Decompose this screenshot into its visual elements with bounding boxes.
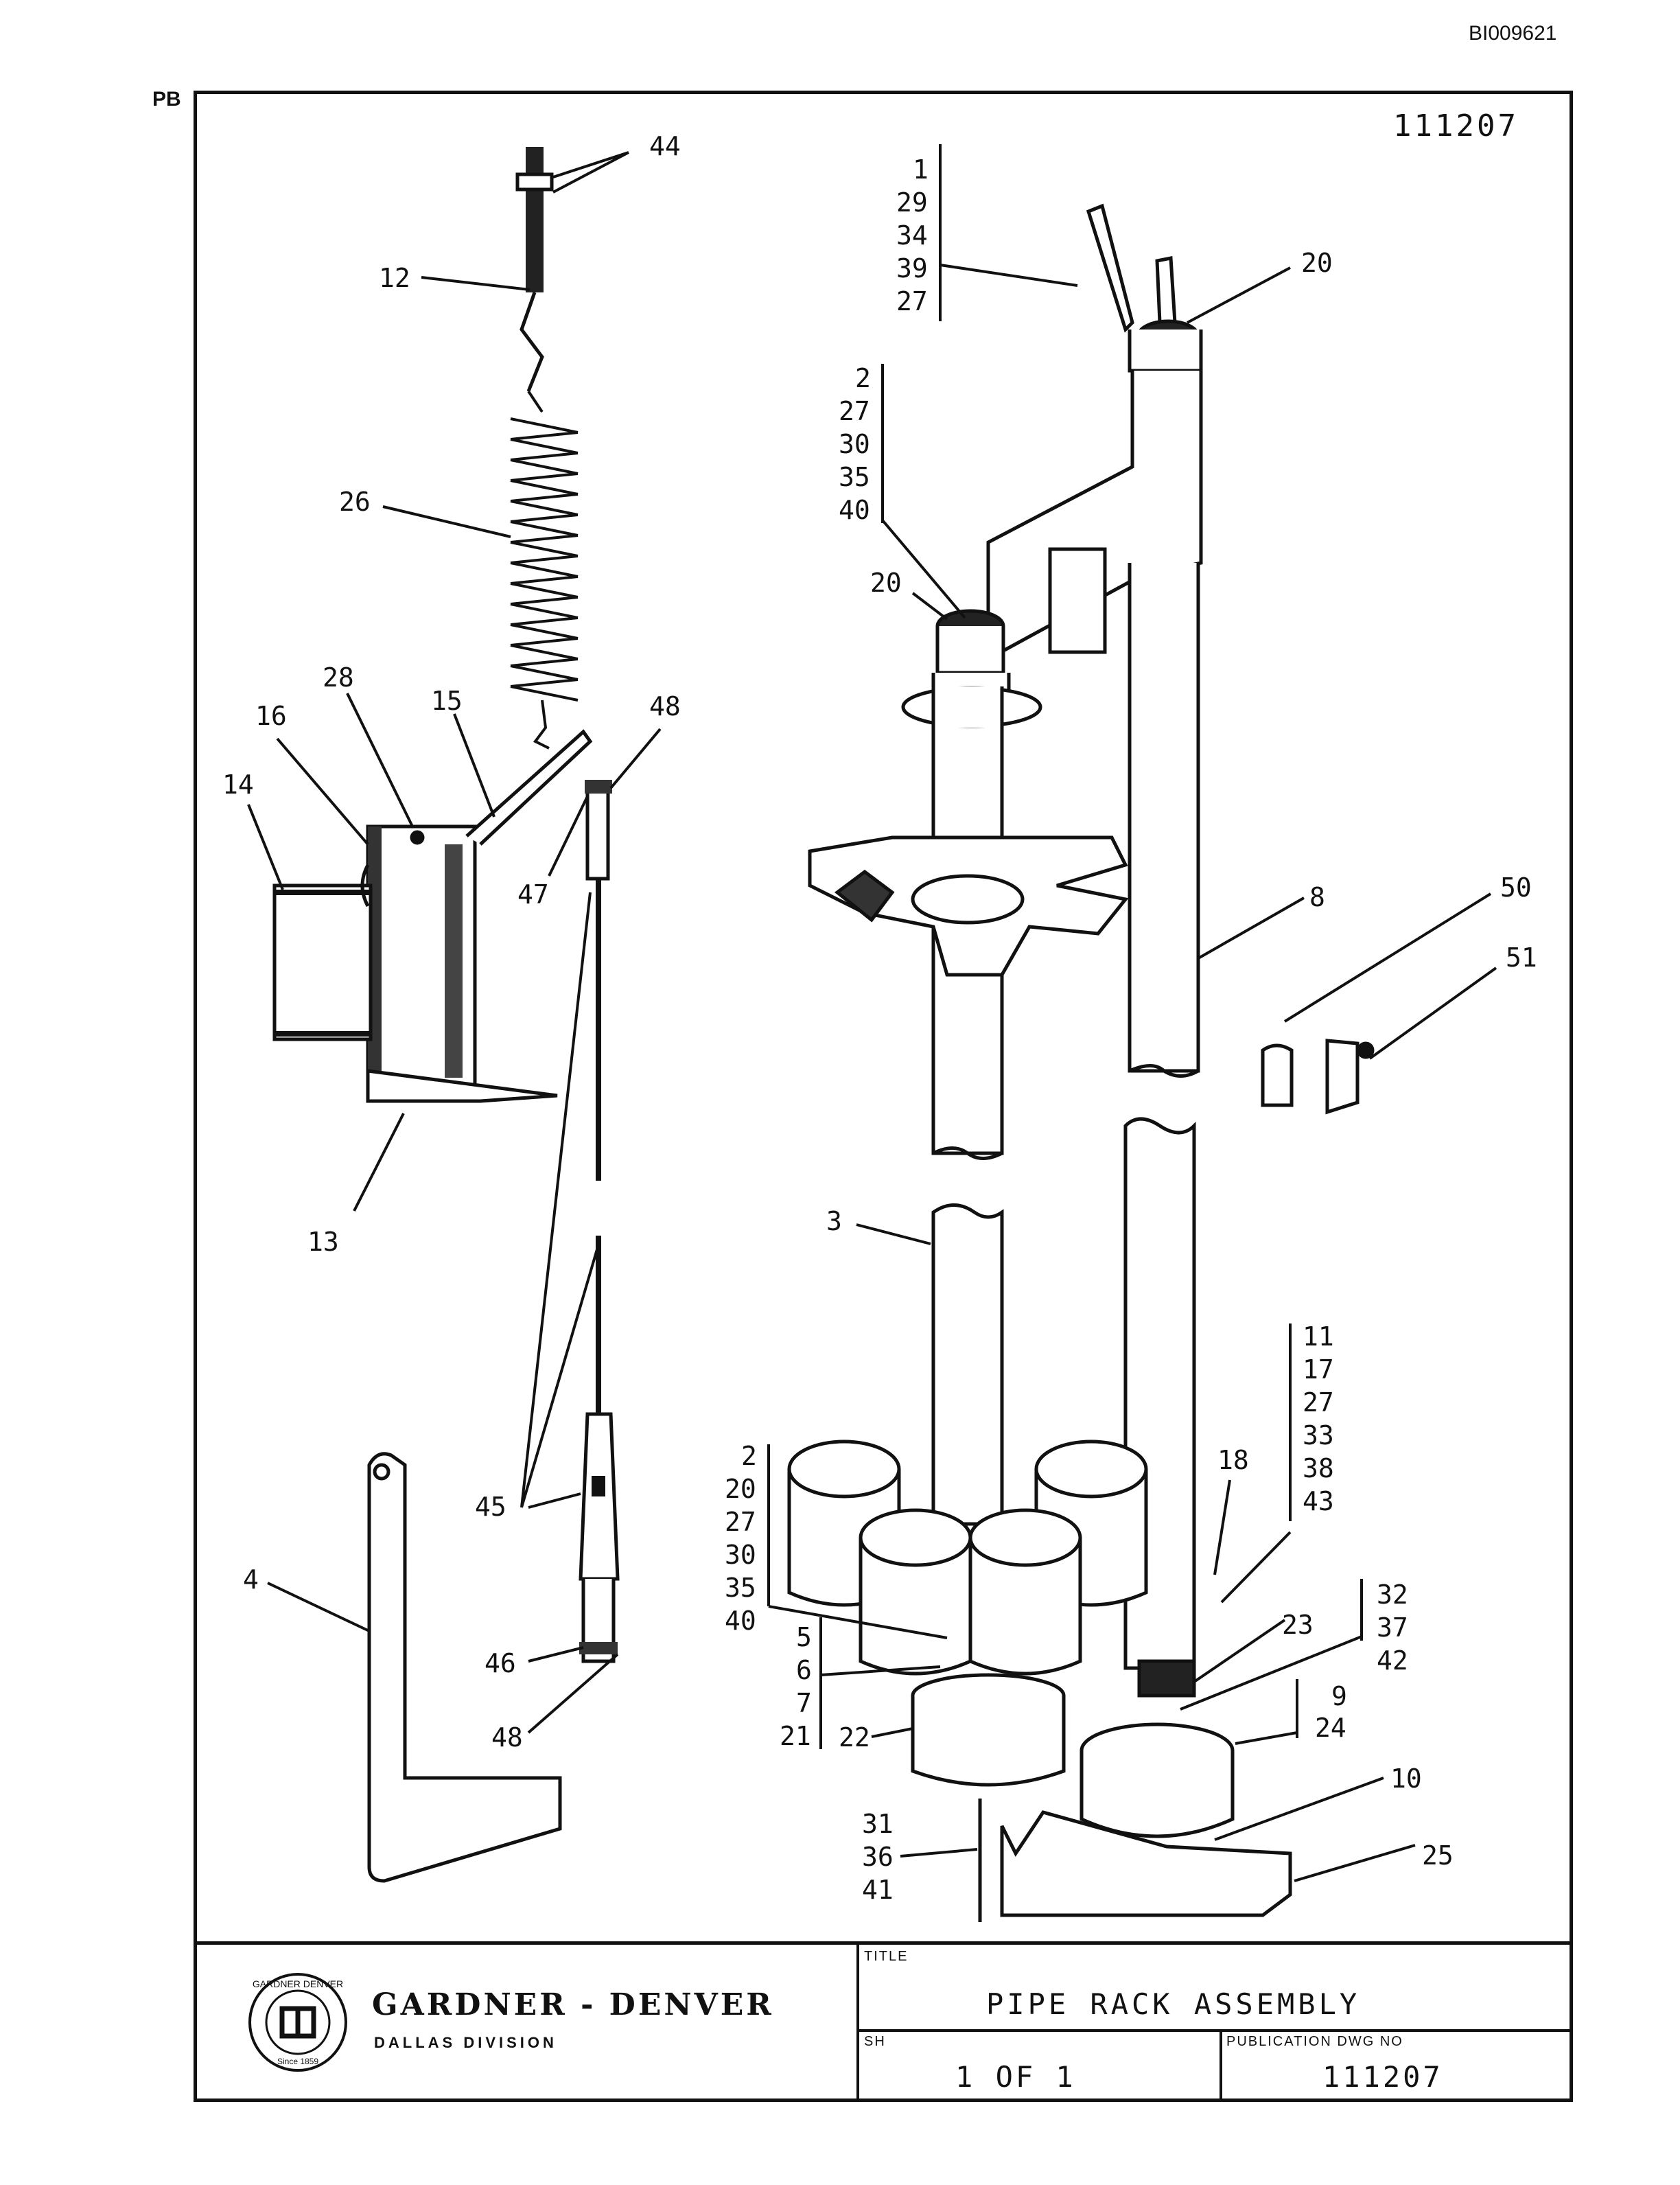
callout-group2-item: 35 xyxy=(839,462,870,492)
callout-23: 23 xyxy=(1282,1610,1314,1640)
callout-48a: 48 xyxy=(649,691,681,721)
callout-45: 45 xyxy=(475,1492,506,1522)
callout-group4-item: 5 xyxy=(796,1622,812,1652)
callout-group4-item: 21 xyxy=(780,1721,811,1751)
publication-number: 111207 xyxy=(1322,2060,1443,2094)
callout-group5-item: 11 xyxy=(1303,1321,1334,1352)
document-id: BI009621 xyxy=(1469,22,1557,45)
title-block: GARDNER DENVER Since 1859 GARDNER - DENV… xyxy=(197,1941,1570,2102)
star-plate xyxy=(808,835,1129,977)
callout-group2-item: 27 xyxy=(839,396,870,426)
pipe-cups xyxy=(787,1440,1148,1676)
callout-3: 3 xyxy=(826,1206,842,1236)
callout-15: 15 xyxy=(431,686,463,716)
title-block-divider xyxy=(856,1945,859,2102)
drawing-title: PIPE RACK ASSEMBLY xyxy=(986,1987,1361,2021)
callout-group8-item: 31 xyxy=(862,1809,894,1839)
callout-25: 25 xyxy=(1422,1840,1454,1871)
drawing-number: 111207 xyxy=(1393,108,1519,143)
callout-group3-item: 35 xyxy=(725,1573,756,1603)
callout-group4-item: 6 xyxy=(796,1655,812,1685)
division-name: DALLAS DIVISION xyxy=(374,2034,557,2051)
callout-group5-item: 17 xyxy=(1303,1354,1334,1385)
pipe-3 xyxy=(931,1203,1004,1526)
sheet-label: SH xyxy=(864,2034,886,2049)
top-arm xyxy=(986,203,1203,662)
sheet-value: 1 OF 1 xyxy=(955,2060,1076,2094)
callout-20b: 20 xyxy=(870,568,902,598)
callout-46: 46 xyxy=(485,1648,516,1678)
callout-group2-item: 2 xyxy=(855,363,871,393)
callout-group8-item: 36 xyxy=(862,1842,894,1872)
callout-10: 10 xyxy=(1390,1764,1422,1794)
callout-13: 13 xyxy=(307,1227,339,1257)
flange-plate xyxy=(901,686,1042,728)
callout-8: 8 xyxy=(1309,882,1325,912)
callout-group3-item: 27 xyxy=(725,1507,756,1537)
callout-50: 50 xyxy=(1500,872,1532,903)
callout-28: 28 xyxy=(323,662,354,693)
turnbuckle-rod xyxy=(579,780,620,1663)
base-swivel xyxy=(911,1659,1292,1922)
callout-group7-item: 9 xyxy=(1331,1681,1347,1711)
leader-lines xyxy=(247,151,1497,1882)
callout-12: 12 xyxy=(379,263,410,293)
svg-text:GARDNER DENVER: GARDNER DENVER xyxy=(253,1978,343,1989)
callout-51: 51 xyxy=(1506,943,1537,973)
callout-22: 22 xyxy=(839,1722,870,1753)
callout-group1-item: 39 xyxy=(896,253,928,284)
clamp-halves xyxy=(1261,1039,1375,1115)
callout-14: 14 xyxy=(222,770,254,800)
callout-16: 16 xyxy=(255,701,287,731)
threaded-rod xyxy=(515,147,554,392)
callout-group3-item: 30 xyxy=(725,1540,756,1570)
callout-48b: 48 xyxy=(491,1722,523,1753)
callout-numbers: 44 12 26 28 16 15 14 48 47 13 45 46 48 4… xyxy=(222,131,1537,1905)
stop-bracket xyxy=(272,729,593,1103)
callout-group5-item: 38 xyxy=(1303,1453,1334,1483)
callout-group1-item: 1 xyxy=(913,154,929,185)
l-bar xyxy=(367,1452,562,1883)
callout-group1-item: 27 xyxy=(896,286,928,316)
callout-group3-item: 2 xyxy=(741,1441,757,1471)
callout-26: 26 xyxy=(339,487,371,517)
callout-group8-item: 41 xyxy=(862,1875,894,1905)
callout-group3-item: 40 xyxy=(725,1606,756,1636)
callout-group3-item: 20 xyxy=(725,1474,756,1504)
callout-group4-item: 7 xyxy=(796,1688,812,1718)
gardner-denver-logo: GARDNER DENVER Since 1859 xyxy=(248,1973,347,2072)
callout-47: 47 xyxy=(517,879,549,910)
publication-label: PUBLICATION DWG NO xyxy=(1226,2034,1403,2049)
callout-20a: 20 xyxy=(1301,248,1333,278)
callout-group2-item: 40 xyxy=(839,495,870,525)
title-block-divider xyxy=(856,2029,1570,2032)
title-block-divider xyxy=(1220,2029,1222,2102)
upper-post-8 xyxy=(1128,563,1200,1078)
callout-group5-item: 27 xyxy=(1303,1387,1334,1418)
company-name: GARDNER - DENVER xyxy=(372,1987,774,2022)
callout-group5-item: 33 xyxy=(1303,1420,1334,1450)
callout-44: 44 xyxy=(649,131,681,161)
callout-group6-item: 32 xyxy=(1377,1580,1408,1610)
callout-group6-item: 37 xyxy=(1377,1612,1408,1643)
callout-4: 4 xyxy=(243,1564,259,1595)
callout-group5-item: 43 xyxy=(1303,1486,1334,1516)
drawing-frame xyxy=(194,91,1573,2102)
callout-18: 18 xyxy=(1217,1445,1249,1475)
callout-group6-item: 42 xyxy=(1377,1645,1408,1676)
callout-group2-item: 30 xyxy=(839,429,870,459)
callout-group1-item: 29 xyxy=(896,187,928,218)
svg-text:Since 1859: Since 1859 xyxy=(277,2057,318,2066)
corner-mark: PB xyxy=(152,88,181,111)
callout-brackets xyxy=(767,144,1363,1749)
callout-group1-item: 34 xyxy=(896,220,928,251)
coil-spring xyxy=(510,390,579,750)
title-label: TITLE xyxy=(864,1949,909,1964)
callout-group7-item: 24 xyxy=(1315,1713,1346,1743)
